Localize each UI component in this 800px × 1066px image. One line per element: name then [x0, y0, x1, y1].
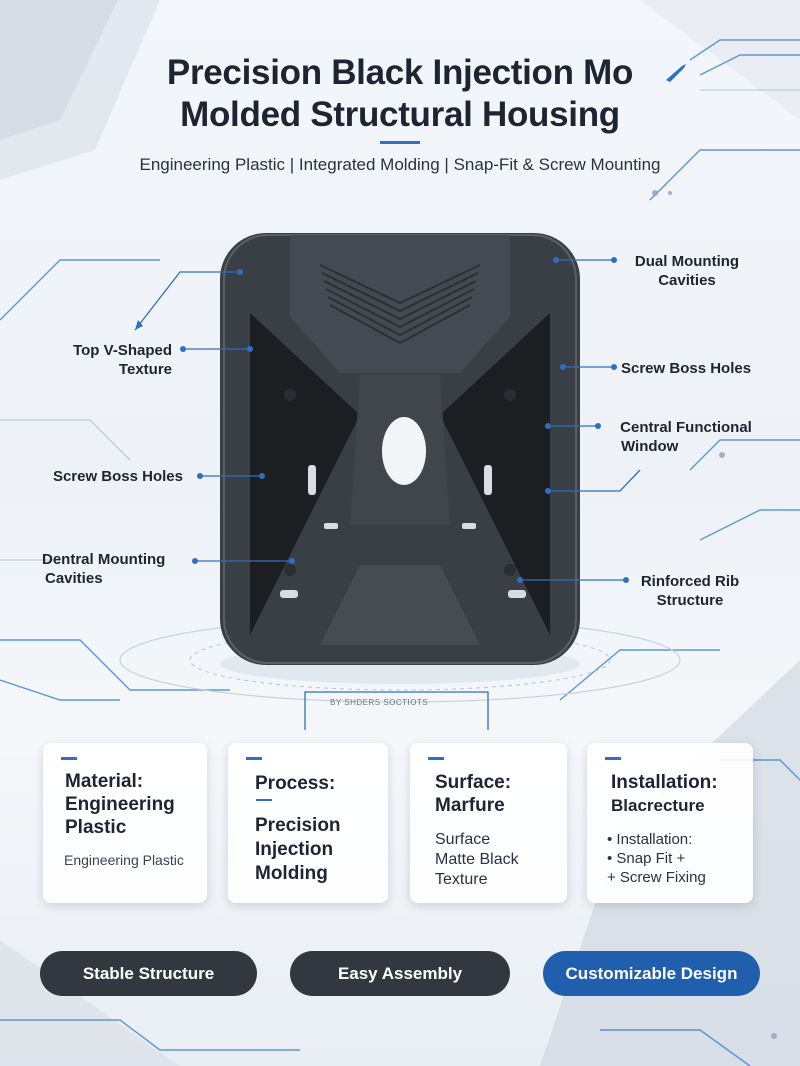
card-body-line: Surface — [435, 831, 491, 848]
callout-top-v-texture: Top V-Shaped Texture — [73, 341, 172, 379]
callout-text: Cavities — [658, 272, 716, 289]
card-heading: Material: Engineering Plastic — [65, 770, 175, 839]
callout-text: Cavities — [45, 570, 103, 587]
card-accent — [61, 757, 77, 760]
easy-assembly-button[interactable]: Easy Assembly — [290, 951, 510, 996]
card-body-line: Matte Black — [435, 851, 519, 868]
card-installation: Installation: Blacrecture • Installation… — [587, 743, 753, 903]
card-heading-line: Material: — [65, 771, 144, 792]
callout-text: Screw Boss Holes — [52, 468, 183, 485]
callout-text: Dentral Mounting — [42, 551, 166, 568]
page-title: Precision Black Injection Mo Molded Stru… — [0, 52, 800, 136]
card-body-line: • Snap Fit + — [607, 850, 686, 867]
card-body: Precision Injection Molding — [255, 814, 341, 886]
card-heading-line: Plastic — [65, 817, 127, 838]
card-body-line: Precision — [255, 815, 341, 836]
callout-central-window: Central Functional Window — [606, 418, 766, 456]
callout-text: Rinforced Rib — [640, 573, 740, 590]
callout-text: Dual Mounting — [634, 253, 740, 270]
callout-text: Texture — [118, 361, 172, 378]
page-subtitle: Engineering Plastic | Integrated Molding… — [139, 155, 661, 174]
callout-text: Screw Boss Holes — [621, 360, 752, 377]
card-body-line: + Screw Fixing — [607, 869, 706, 886]
card-heading-line: Marfure — [435, 795, 505, 816]
callout-dentral-mounting: Dentral Mounting Cavities — [42, 550, 165, 588]
card-body-line: • Installation: — [607, 831, 693, 848]
card-heading: Surface: Marfure — [435, 771, 511, 817]
title-underline — [380, 141, 420, 144]
card-accent — [428, 757, 444, 760]
card-heading-line: Blacrecture — [611, 796, 705, 815]
card-heading: Installation: Blacrecture — [611, 771, 718, 817]
card-accent — [246, 757, 262, 760]
card-heading-line: Engineering — [65, 794, 175, 815]
card-heading: Process: — [255, 773, 336, 794]
title-line-1: Precision Black Injection Mo — [166, 53, 634, 92]
callout-text: Top V-Shaped — [73, 342, 172, 359]
card-material: Material: Engineering Plastic Engineerin… — [43, 743, 207, 903]
card-accent — [605, 757, 621, 760]
card-body-line: Injection — [255, 839, 334, 860]
card-surface: Surface: Marfure Surface Matte Black Tex… — [410, 743, 567, 903]
callout-dual-mounting: Dual Mounting Cavities — [622, 252, 752, 290]
callout-text: Central Functional — [620, 419, 752, 436]
small-caption: BY SHDERS SOCTIOTS — [330, 698, 429, 707]
card-accent-small — [256, 799, 272, 801]
customizable-design-button[interactable]: Customizable Design — [543, 951, 760, 996]
card-heading-line: Installation: — [611, 772, 718, 793]
stable-structure-button[interactable]: Stable Structure — [40, 951, 257, 996]
callout-text: Structure — [656, 592, 724, 609]
callout-text: Window — [621, 438, 679, 455]
card-body: Surface Matte Black Texture — [435, 830, 519, 890]
card-body: Engineering Plastic — [64, 852, 184, 868]
callout-reinforced-rib: Rinforced Rib Structure — [620, 572, 760, 610]
card-body-line: Texture — [435, 871, 488, 888]
title-line-2: Molded Structural Housing — [180, 95, 620, 134]
pen-icon — [666, 64, 686, 82]
housing-image — [220, 233, 580, 665]
card-body-line: Molding — [255, 863, 328, 884]
card-body: • Installation: • Snap Fit + + Screw Fix… — [607, 830, 706, 887]
card-process: Process: Precision Injection Molding — [228, 743, 388, 903]
callout-screw-boss-left: Screw Boss Holes — [53, 467, 183, 486]
card-heading-line: Surface: — [435, 772, 512, 793]
callout-screw-boss-right: Screw Boss Holes — [621, 359, 751, 378]
